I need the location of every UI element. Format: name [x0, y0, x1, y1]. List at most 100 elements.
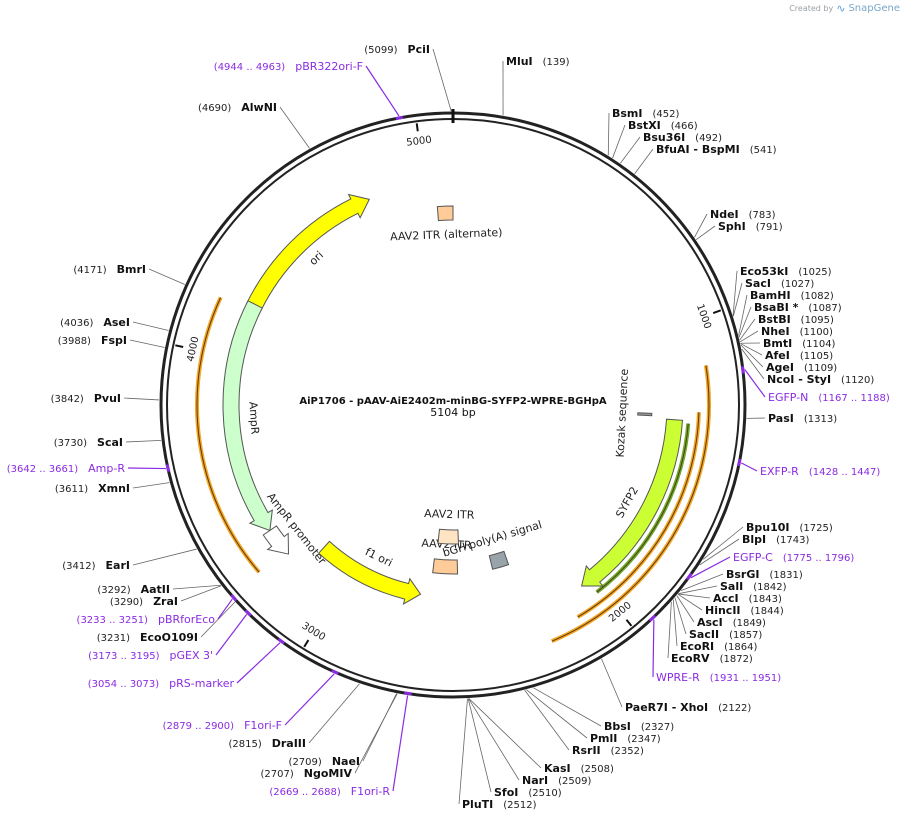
enzyme-site-label: SacII(1857) — [689, 628, 762, 641]
tick-mark — [175, 344, 184, 348]
site-leader-line — [695, 225, 716, 241]
site-leader-line — [132, 482, 170, 489]
enzyme-site-label: (2709) NaeI — [289, 755, 360, 768]
primer-site-mark — [404, 691, 412, 696]
primer-label: (3233 .. 3251)pBRforEco — [77, 613, 216, 626]
primer-label: EXFP-R(1428 .. 1447) — [760, 465, 880, 478]
tick-label: 3000 — [300, 621, 327, 644]
enzyme-position: (3231) — [97, 633, 130, 644]
enzyme-name: NaeI — [332, 755, 360, 768]
tick-mark — [415, 123, 419, 132]
label-leader-lines — [123, 48, 766, 805]
primer-leader-line — [217, 598, 233, 620]
enzyme-name: Eco53kI — [740, 265, 788, 278]
enzyme-position: (1104) — [802, 339, 835, 350]
enzyme-position: (541) — [750, 145, 777, 156]
primer-site-mark — [277, 637, 285, 645]
brand-name: SnapGene — [848, 3, 900, 14]
site-leader-line — [739, 330, 759, 343]
site-leader-line — [740, 343, 763, 356]
enzyme-site-label: (5099)PciI — [364, 43, 430, 56]
enzyme-name: BsrGI — [726, 568, 759, 581]
enzyme-position: (3292) — [97, 585, 130, 596]
enzyme-position: (3842) — [51, 394, 84, 405]
enzyme-position: (2510) — [528, 788, 561, 799]
primer-leader-line — [215, 614, 248, 656]
enzyme-site-label: AfeI(1105) — [765, 349, 833, 362]
enzyme-name: AatII — [141, 583, 170, 596]
primer-label: (3642 .. 3661)Amp-R — [7, 462, 126, 475]
enzyme-site-label: (4690) AlwNI — [198, 101, 277, 114]
enzyme-site-label: BsaBI *(1087) — [754, 301, 842, 314]
enzyme-site-label: BsmI(452) — [612, 107, 679, 120]
tick-label: 4000 — [185, 336, 201, 363]
enzyme-name: PvuI — [94, 392, 121, 405]
site-leader-line — [667, 601, 672, 659]
primer-site-mark — [740, 366, 745, 374]
feature-syfp2 — [580, 418, 684, 587]
primer-range: (1428 .. 1447) — [809, 467, 881, 478]
site-leader-line — [741, 348, 765, 380]
enzyme-position: (2347) — [627, 734, 660, 745]
enzyme-position: (3611) — [55, 484, 88, 495]
enzyme-site-label: BstBI(1095) — [758, 313, 834, 326]
primer-leader-line — [652, 619, 655, 678]
primer-leader-line — [392, 695, 409, 792]
enzyme-site-label: AgeI(1109) — [766, 361, 837, 374]
site-leader-line — [468, 698, 520, 781]
site-leader-line — [677, 593, 703, 611]
enzyme-site-label: (3611)XmnI — [55, 482, 130, 495]
site-leader-line — [533, 687, 602, 727]
enzyme-position: (1087) — [808, 303, 841, 314]
enzyme-site-label: PasI(1313) — [768, 412, 837, 425]
enzyme-site-label: (3842) PvuI — [51, 392, 121, 405]
enzyme-position: (2815) — [228, 739, 261, 750]
enzyme-position: (1844) — [751, 606, 784, 617]
enzyme-site-label: BmtI(1104) — [763, 337, 836, 350]
enzyme-name: EcoO109I — [140, 631, 198, 644]
site-leader-line — [607, 112, 610, 156]
site-leader-line — [739, 318, 756, 341]
enzyme-position: (3290) — [110, 597, 143, 608]
enzyme-position: (452) — [653, 109, 680, 120]
enzyme-name: EarI — [106, 559, 130, 572]
enzyme-position: (1842) — [753, 582, 786, 593]
primer-name: pBRforEco — [158, 613, 215, 626]
enzyme-name: AseI — [103, 316, 130, 329]
enzyme-name: BfuAI - BspMI — [656, 143, 740, 156]
primer-label: (4944 .. 4963)pBR322ori-F — [214, 60, 363, 73]
enzyme-position: (2707) — [261, 769, 294, 780]
site-leader-line — [468, 698, 542, 769]
enzyme-name: PmlI — [590, 732, 617, 745]
site-leader-line — [676, 595, 695, 623]
primer-site-mark — [165, 464, 171, 472]
site-leader-line — [526, 689, 588, 739]
enzyme-site-label: BbsI(2327) — [604, 720, 674, 733]
enzyme-name: AfeI — [765, 349, 790, 362]
enzyme-position: (2508) — [581, 764, 614, 775]
enzyme-name: PluTI — [462, 798, 493, 811]
enzyme-name: AscI — [697, 616, 723, 629]
enzyme-site-label: NheI(1100) — [761, 325, 833, 338]
feature-ori — [246, 193, 371, 312]
site-leader-line — [148, 268, 185, 285]
enzyme-name: DraIII — [272, 737, 306, 750]
enzyme-name: SacI — [745, 277, 771, 290]
enzyme-name: SfoI — [494, 786, 518, 799]
primer-site-mark — [230, 594, 238, 602]
enzyme-position: (2709) — [289, 757, 322, 768]
primer-site-mark — [648, 614, 657, 622]
primer-leader-line — [740, 462, 758, 472]
feature-label: f1 ori — [363, 545, 394, 569]
primer-label: (2669 .. 2688)F1ori-R — [269, 785, 390, 798]
enzyme-site-label: (3988)FspI — [58, 334, 127, 347]
enzyme-position: (1725) — [800, 523, 833, 534]
enzyme-site-label: KasI(2508) — [544, 762, 614, 775]
site-leader-line — [132, 321, 169, 331]
enzyme-name: AlwNI — [241, 101, 277, 114]
primer-label: EGFP-N(1167 .. 1188) — [768, 391, 890, 404]
enzyme-position: (4036) — [60, 318, 93, 329]
primer-label: (2879 .. 2900)F1ori-F — [163, 719, 282, 732]
site-leader-line — [601, 658, 623, 708]
enzyme-position: (4690) — [198, 103, 231, 114]
